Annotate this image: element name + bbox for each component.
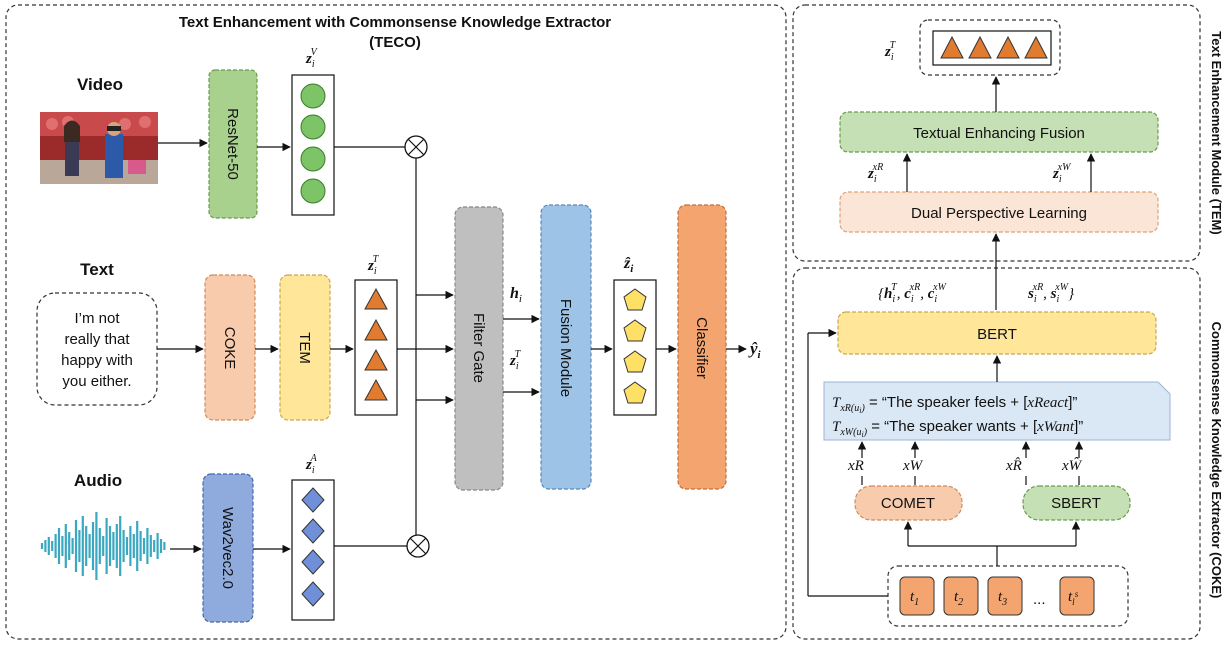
audio-label: Audio bbox=[74, 471, 122, 490]
video-feature-circle bbox=[300, 83, 326, 109]
token-3: t3 bbox=[998, 589, 1007, 608]
video-label: Video bbox=[77, 75, 123, 94]
tem-output-triangle bbox=[996, 35, 1020, 59]
text-feature-triangle bbox=[364, 287, 388, 310]
template-line-2: TxW(ui) = “The speaker wants + [xWant]” bbox=[832, 418, 1083, 439]
xr-hat-label: xR̂ bbox=[1005, 458, 1022, 474]
dual-perspective-box bbox=[839, 191, 1159, 233]
teco-arrows bbox=[157, 138, 747, 554]
audio-feature-diamond bbox=[301, 487, 325, 513]
coke-arrows bbox=[807, 328, 1084, 597]
video-feature-circle bbox=[300, 178, 326, 204]
tem-label: TEM bbox=[296, 332, 313, 364]
tem-output-triangle bbox=[940, 35, 964, 59]
z-v-label: ziV bbox=[305, 47, 319, 70]
filter-gate-label: Filter Gate bbox=[470, 313, 487, 383]
sbert-label: SBERT bbox=[1051, 495, 1101, 512]
classifier-box bbox=[677, 204, 727, 490]
token-box bbox=[899, 576, 935, 616]
teco-title-acronym: (TECO) bbox=[369, 34, 421, 51]
video-frame-image bbox=[40, 112, 158, 184]
bert-label: BERT bbox=[977, 326, 1017, 343]
wav2vec-label: Wav2vec2.0 bbox=[219, 507, 236, 589]
xw-hat-label: xŴ bbox=[1061, 457, 1083, 474]
teco-panel bbox=[5, 4, 787, 640]
z-t-fusion-label: ziT bbox=[509, 349, 522, 372]
template-box bbox=[823, 381, 1171, 441]
z-t-label: ziT bbox=[367, 254, 380, 277]
classifier-label: Classifier bbox=[693, 317, 710, 379]
fusion-module-box bbox=[540, 204, 592, 490]
utterance-line-4: you either. bbox=[62, 373, 131, 390]
coke-box bbox=[204, 274, 256, 421]
text-label: Text bbox=[80, 260, 114, 279]
tem-output-triangle bbox=[968, 35, 992, 59]
token-1: t1 bbox=[910, 589, 919, 608]
bert-outputs-label: {hiT, cixR, cixW bbox=[878, 282, 948, 305]
text-feature-triangle bbox=[364, 318, 388, 341]
zhat-feature-pentagon bbox=[623, 319, 647, 342]
tem-box bbox=[279, 274, 331, 421]
token-box bbox=[987, 576, 1023, 616]
xw-label: xW bbox=[902, 458, 924, 474]
tem-z-xr-label: zixR bbox=[867, 162, 883, 185]
fusion-module-label: Fusion Module bbox=[557, 299, 574, 397]
comet-label: COMET bbox=[881, 495, 935, 512]
comet-box bbox=[854, 485, 963, 521]
audio-feature-diamond bbox=[301, 549, 325, 575]
text-feature-triangle bbox=[364, 348, 388, 371]
audio-multiply-node bbox=[406, 534, 430, 558]
resnet-label: ResNet-50 bbox=[224, 108, 241, 180]
token-box bbox=[943, 576, 979, 616]
token-2: t2 bbox=[954, 589, 963, 608]
y-hat-label: ŷi bbox=[748, 339, 762, 361]
bert-outputs-label-s: sixR, sixW} bbox=[1027, 282, 1074, 305]
textual-enhancing-fusion-label: Textual Enhancing Fusion bbox=[913, 125, 1085, 142]
dual-perspective-label: Dual Perspective Learning bbox=[911, 205, 1087, 222]
tem-title: Text Enhancement Module (TEM) bbox=[1209, 31, 1224, 234]
wav2vec-box bbox=[202, 473, 254, 623]
zhat-label: ẑi bbox=[623, 255, 634, 275]
tem-z-xw-label: zixW bbox=[1052, 162, 1072, 185]
utterance-line-3: happy with bbox=[61, 352, 133, 369]
zhat-feature-pentagon bbox=[623, 350, 647, 373]
z-a-label: ziA bbox=[305, 453, 318, 476]
xr-label: xR bbox=[847, 458, 864, 474]
tem-arrows bbox=[902, 76, 1096, 310]
sbert-box bbox=[1022, 485, 1131, 521]
zhat-feature-pentagon bbox=[623, 381, 647, 404]
zhat-feature-pentagon bbox=[623, 288, 647, 311]
utterance-line-1: I’m not bbox=[74, 310, 120, 327]
token-ellipsis: ... bbox=[1033, 591, 1046, 608]
audio-waveform-image bbox=[40, 512, 166, 580]
filter-gate-box bbox=[454, 206, 504, 491]
resnet-box bbox=[208, 69, 258, 219]
coke-label: COKE bbox=[221, 327, 238, 370]
token-box bbox=[1059, 576, 1095, 616]
bert-box bbox=[837, 311, 1157, 355]
textual-enhancing-fusion-box bbox=[839, 111, 1159, 153]
tem-z-out-label: ziT bbox=[884, 40, 897, 63]
text-feature-triangle bbox=[364, 378, 388, 401]
utterance-line-2: really that bbox=[64, 331, 130, 348]
tem-output-triangle bbox=[1024, 35, 1048, 59]
audio-feature-diamond bbox=[301, 581, 325, 607]
video-multiply-node bbox=[404, 135, 428, 159]
video-feature-circle bbox=[300, 114, 326, 140]
video-feature-circle bbox=[300, 146, 326, 172]
teco-title: Text Enhancement with Commonsense Knowle… bbox=[179, 14, 611, 31]
audio-feature-diamond bbox=[301, 518, 325, 544]
template-line-1: TxR(ui) = “The speaker feels + [xReact]” bbox=[832, 394, 1077, 415]
token-last: tls bbox=[1068, 589, 1079, 607]
coke-title: Commonsense Knowledge Extractor (COKE) bbox=[1209, 322, 1224, 599]
h-i-label: hi bbox=[510, 285, 522, 305]
